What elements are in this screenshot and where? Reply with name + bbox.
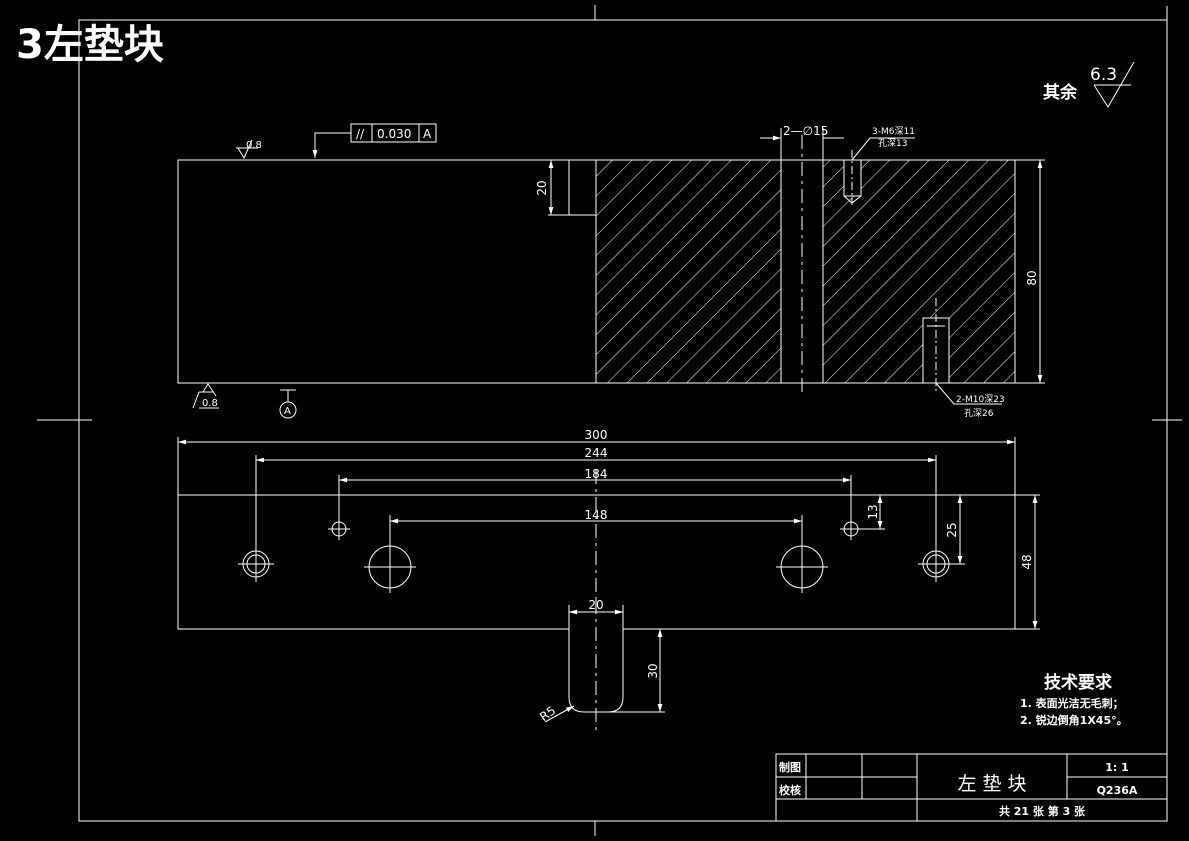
dim-25: 25 [945, 522, 959, 537]
roughness-top-value: 0.8 [246, 140, 262, 151]
tech-requirement-2: 2. 锐边倒角1X45°。 [1020, 713, 1128, 727]
top-view [177, 437, 1040, 735]
front-view [177, 123, 1045, 419]
fcf-symbol: // [356, 127, 365, 141]
tap-m6-line1: 3-M6深11 [872, 126, 915, 137]
title-block-drawn-label: 制图 [779, 760, 801, 774]
title-block-part-name: 左 垫 块 [957, 773, 1026, 795]
tap-m10-line1: 2-M10深23 [956, 394, 1005, 405]
dim-300: 300 [585, 428, 608, 442]
tap-m10-line2: 孔深26 [964, 408, 994, 419]
dim-13: 13 [866, 504, 880, 519]
dim-height-80: 80 [1025, 270, 1039, 285]
dim-48: 48 [1020, 554, 1034, 569]
tap-m6-line2: 孔深13 [878, 138, 907, 149]
sheet-frame [37, 5, 1182, 836]
dim-148: 148 [585, 508, 608, 522]
hole-callout: 2—∅15 [783, 124, 828, 138]
roughness-other: 其余 6.3 [1043, 61, 1135, 108]
dim-radius: R5 [537, 703, 558, 724]
title-block [775, 753, 1168, 822]
roughness-bottom-value: 0.8 [202, 398, 218, 409]
dim-step-20: 20 [535, 180, 549, 195]
dim-244: 244 [585, 446, 608, 460]
fcf-datum: A [423, 127, 432, 141]
title-block-checked-label: 校核 [779, 783, 801, 797]
datum-label: A [284, 406, 291, 417]
dim-slot-depth: 30 [646, 663, 660, 678]
fcf-tolerance: 0.030 [377, 127, 411, 141]
dim-slot-width: 20 [588, 598, 603, 612]
tech-requirements: 技术要求 1. 表面光洁无毛刺； 2. 锐边倒角1X45°。 [1020, 672, 1128, 727]
tech-requirement-1: 1. 表面光洁无毛刺； [1020, 696, 1124, 710]
dim-184: 184 [585, 467, 608, 481]
title-block-sheet-info: 共 21 张 第 3 张 [999, 804, 1086, 818]
title-block-scale: 1: 1 [1105, 761, 1129, 774]
roughness-other-label: 其余 [1043, 82, 1078, 103]
title-block-material: Q236A [1097, 784, 1138, 797]
drawing-title: 3左垫块 [16, 22, 164, 68]
tech-requirements-heading: 技术要求 [1044, 672, 1112, 693]
roughness-other-value: 6.3 [1090, 65, 1117, 85]
